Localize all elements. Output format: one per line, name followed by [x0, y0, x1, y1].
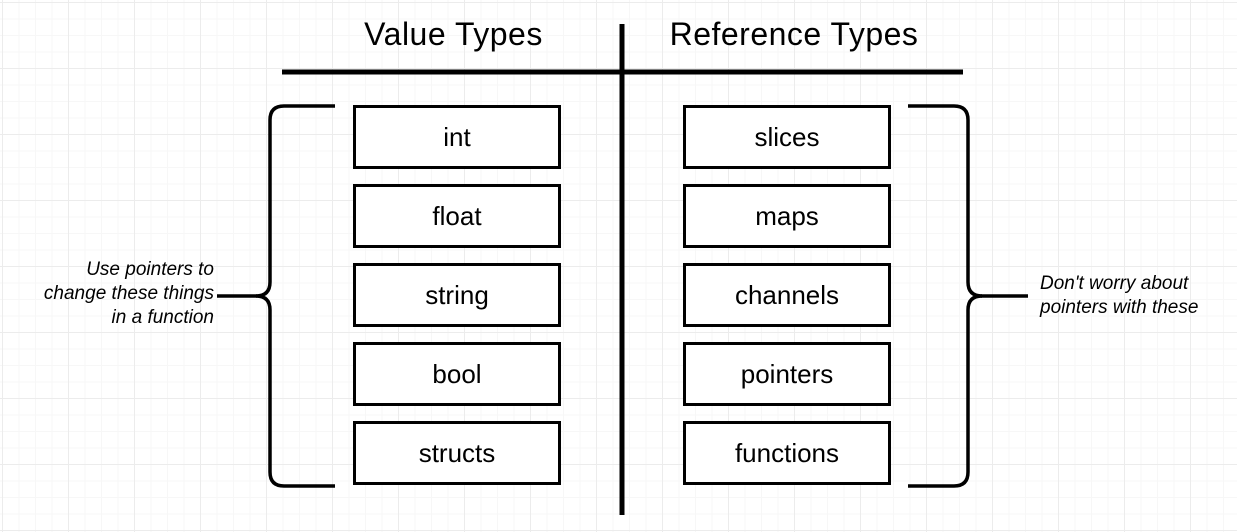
- left-annotation-note: Use pointers to change these things in a…: [43, 259, 214, 328]
- right-brace: [908, 104, 983, 488]
- reference-types-title: Reference Types: [669, 16, 919, 52]
- value-type-box-float: float: [353, 184, 561, 248]
- value-type-box-bool: bool: [353, 342, 561, 406]
- value-type-box-string: string: [353, 263, 561, 327]
- reference-type-box-slices: slices: [683, 105, 891, 169]
- value-type-box-int: int: [353, 105, 561, 169]
- reference-type-box-maps: maps: [683, 184, 891, 248]
- left-brace: [255, 104, 335, 488]
- value-type-box-structs: structs: [353, 421, 561, 485]
- reference-type-box-functions: functions: [683, 421, 891, 485]
- right-annotation-note: Don't worry about pointers with these: [1040, 273, 1199, 318]
- value-types-title: Value Types: [364, 16, 543, 52]
- reference-type-box-pointers: pointers: [683, 342, 891, 406]
- reference-type-box-channels: channels: [683, 263, 891, 327]
